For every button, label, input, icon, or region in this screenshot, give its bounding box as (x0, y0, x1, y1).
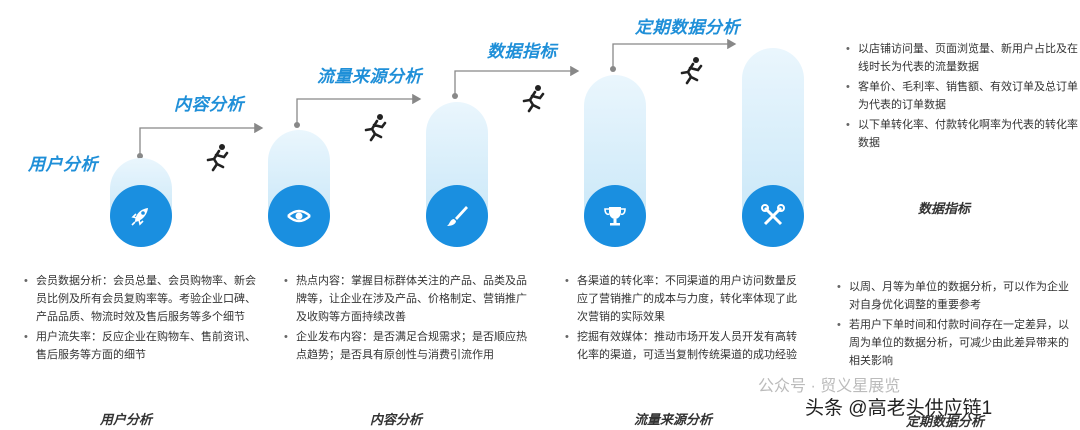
traffic-analysis-list: 各渠道的转化率：不同渠道的用户访问数量反应了营销推广的成本与力度，转化率体现了此… (565, 272, 799, 366)
list-item: 若用户下单时间和付款时间存在一定差异，以周为单位的数据分析，可减少由此差异带来的… (837, 316, 1071, 370)
runner-icon (680, 57, 703, 85)
rocket-icon (131, 208, 148, 226)
eye-icon (287, 209, 311, 223)
traffic-analysis-caption: 流量来源分析 (634, 412, 713, 427)
stage-title-user: 用户分析 (28, 155, 98, 174)
stage-circle-metrics (584, 185, 646, 247)
periodic-analysis-caption: 定期数据分析 (906, 414, 985, 429)
list-item: 各渠道的转化率：不同渠道的用户访问数量反应了营销推广的成本与力度，转化率体现了此… (565, 272, 799, 326)
stage-title-traffic: 流量来源分析 (317, 67, 422, 86)
tools-icon (761, 204, 785, 226)
stage-title-metrics: 数据指标 (487, 42, 557, 61)
list-item: 挖掘有效媒体：推动市场开发人员开发有高转化率的渠道，可适当复制传统渠道的成功经验 (565, 328, 799, 364)
metrics-caption: 数据指标 (918, 201, 971, 216)
runner-icon (522, 85, 545, 113)
user-analysis-caption: 用户分析 (100, 412, 153, 427)
periodic-analysis-list: 以周、月等为单位的数据分析，可以作为企业对自身优化调整的重要参考 若用户下单时间… (837, 278, 1071, 372)
list-item: 以周、月等为单位的数据分析，可以作为企业对自身优化调整的重要参考 (837, 278, 1071, 314)
stage-title-periodic: 定期数据分析 (635, 18, 740, 37)
list-item: 会员数据分析：会员总量、会员购物率、新会员比例及所有会员复购率等。考验企业口碑、… (24, 272, 258, 326)
stage-circle-content (268, 185, 330, 247)
content-analysis-list: 热点内容：掌握目标群体关注的产品、品类及品牌等，让企业在涉及产品、价格制定、营销… (284, 272, 528, 366)
stage-title-content: 内容分析 (174, 95, 244, 114)
runner-icon (364, 114, 387, 142)
brush-icon (447, 206, 468, 226)
metrics-bullet-list: 以店铺访问量、页面浏览量、新用户占比及在线时长为代表的流量数据 客单价、毛利率、… (846, 40, 1078, 154)
stage-circle-periodic (742, 185, 804, 247)
list-item: 用户流失率：反应企业在购物车、售前资讯、售后服务等方面的细节 (24, 328, 258, 364)
watermark-toutiao: 头条 @高老头供应链1 (805, 398, 993, 419)
stage-circle-traffic (426, 185, 488, 247)
watermark-gzh: 公众号 · 贸义星展览 (758, 378, 901, 395)
list-item: 以店铺访问量、页面浏览量、新用户占比及在线时长为代表的流量数据 (846, 40, 1078, 76)
list-item: 以下单转化率、付款转化啊率为代表的转化率数据 (846, 116, 1078, 152)
trophy-icon (604, 207, 626, 226)
list-item: 企业发布内容：是否满足合规需求；是否顺应热点趋势；是否具有原创性与消费引流作用 (284, 328, 528, 364)
list-item: 热点内容：掌握目标群体关注的产品、品类及品牌等，让企业在涉及产品、价格制定、营销… (284, 272, 528, 326)
stage-circle-user (110, 185, 172, 247)
user-analysis-list: 会员数据分析：会员总量、会员购物率、新会员比例及所有会员复购率等。考验企业口碑、… (24, 272, 258, 366)
runner-icon (206, 144, 229, 172)
content-analysis-caption: 内容分析 (370, 412, 423, 427)
list-item: 客单价、毛利率、销售额、有效订单及总订单为代表的订单数据 (846, 78, 1078, 114)
